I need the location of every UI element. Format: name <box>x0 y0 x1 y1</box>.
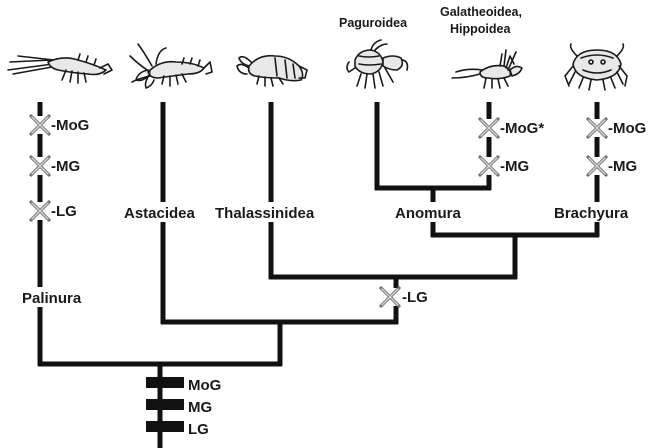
loss-mark-palinura-mg <box>31 157 49 175</box>
loss-mark-galatheoidea-mg <box>480 157 498 175</box>
loss-mark-brachyura-mog <box>588 119 606 137</box>
tree-branches <box>38 102 599 448</box>
gain-bar-lg <box>146 421 184 432</box>
taxon-galatheoidea-line1: Galatheoidea, <box>440 5 522 19</box>
loss-mark-galatheoidea-mog <box>480 119 498 137</box>
taxon-anomura: Anomura <box>395 205 461 222</box>
gain-bar-mg <box>146 399 184 410</box>
loss-label-brachyura-mog: -MoG <box>608 120 646 137</box>
taxon-astacidea: Astacidea <box>124 205 196 222</box>
loss-mark-palinura-lg <box>31 202 49 220</box>
squat-lobster-icon <box>452 50 522 88</box>
taxon-labels: Astacidea Thalassinidea Anomura Brachyur… <box>20 5 641 307</box>
taxon-galatheoidea-line2: Hippoidea <box>450 22 511 36</box>
loss-label-galatheoidea-mog: -MoG* <box>500 120 544 137</box>
gain-label-mg: MG <box>188 399 212 416</box>
lobster-icon <box>8 54 112 83</box>
taxon-palinura: Palinura <box>22 290 82 307</box>
mud-shrimp-icon <box>237 56 307 86</box>
crayfish-icon <box>130 44 212 88</box>
loss-label-palinura-mg: -MG <box>51 158 80 175</box>
loss-mark-palinura-mog <box>31 116 49 134</box>
gain-label-mog: MoG <box>188 377 221 394</box>
taxon-brachyura: Brachyura <box>554 205 629 222</box>
taxon-paguroidea: Paguroidea <box>339 16 408 30</box>
loss-label-palinura-lg: -LG <box>51 203 77 220</box>
loss-label-brachyura-mg: -MG <box>608 158 637 175</box>
gain-bar-mog <box>146 377 184 388</box>
gain-label-lg: LG <box>188 421 209 438</box>
loss-label-palinura-mog: -MoG <box>51 117 89 134</box>
loss-mark-brachyura-mg <box>588 157 606 175</box>
loss-label-galatheoidea-mg: -MG <box>500 158 529 175</box>
taxon-thalassinidea: Thalassinidea <box>215 205 315 222</box>
crab-icon <box>565 44 627 90</box>
loss-label-internal-lg: -LG <box>402 289 428 306</box>
hermit-crab-icon <box>347 40 408 88</box>
gain-markers: MoG MG LG <box>146 377 221 438</box>
loss-mark-internal-lg <box>381 288 399 306</box>
